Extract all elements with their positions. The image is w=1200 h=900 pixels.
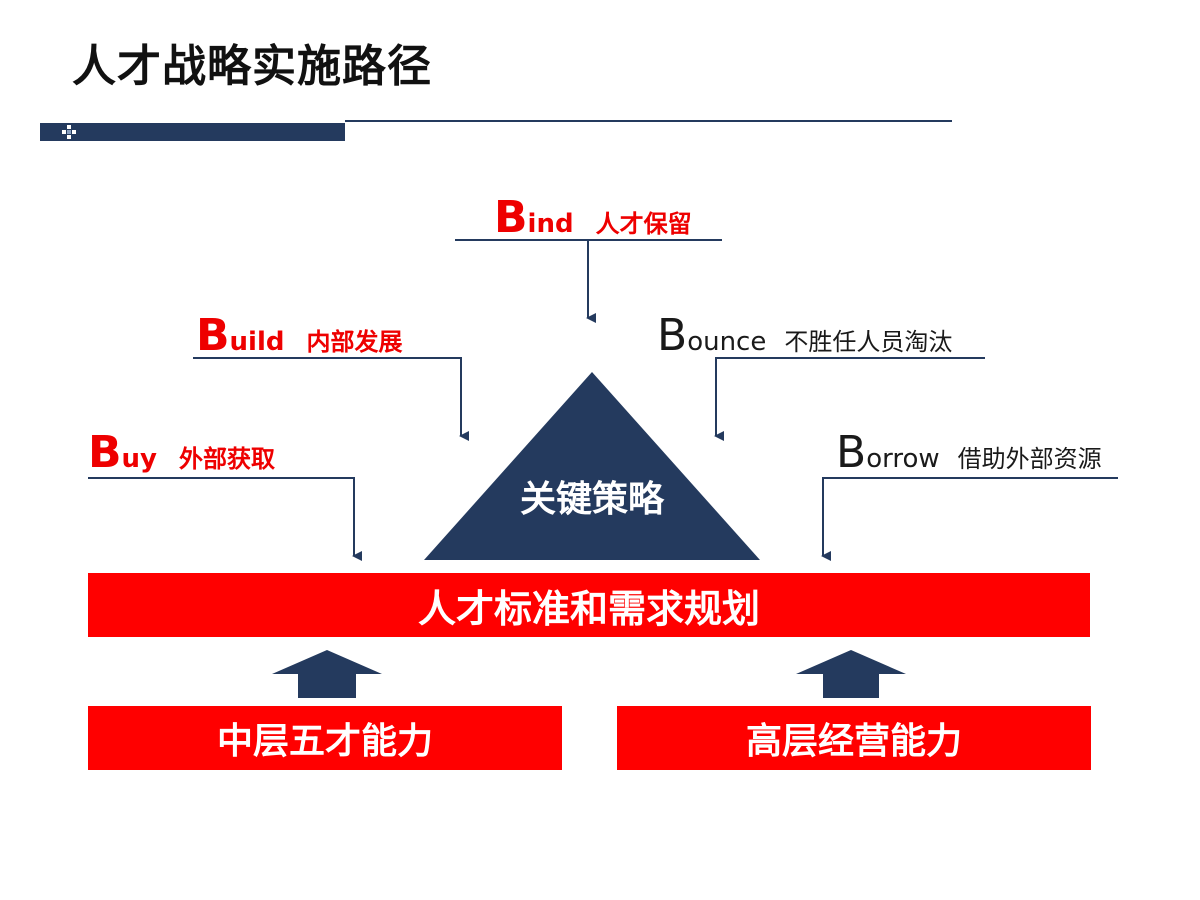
checker-diamond-icon bbox=[62, 125, 76, 139]
title-underline-line bbox=[345, 120, 952, 122]
strategy-build: B uild 内部发展 bbox=[196, 314, 403, 358]
strategy-borrow-word: orrow bbox=[866, 444, 940, 474]
strategy-build-letter: B bbox=[196, 310, 230, 361]
title-underline-bar bbox=[40, 123, 345, 141]
foundation-senior-box: 高层经营能力 bbox=[617, 706, 1091, 770]
core-strategy-triangle bbox=[424, 372, 760, 560]
foundation-middle-box: 中层五才能力 bbox=[88, 706, 562, 770]
strategy-bind-letter: B bbox=[494, 192, 528, 243]
strategy-bind-desc: 人才保留 bbox=[595, 210, 692, 238]
up-arrow-left-icon bbox=[272, 650, 382, 698]
strategy-bind-word: ind bbox=[527, 209, 574, 239]
strategy-build-desc: 内部发展 bbox=[306, 328, 403, 356]
build-arrow bbox=[193, 357, 469, 441]
strategy-buy-word: uy bbox=[121, 444, 158, 474]
strategy-borrow-letter: B bbox=[836, 427, 867, 478]
strategy-bounce-desc: 不胜任人员淘汰 bbox=[784, 328, 953, 356]
strategy-buy-desc: 外部获取 bbox=[179, 445, 276, 473]
strategy-bind: B ind 人才保留 bbox=[494, 196, 692, 240]
core-strategy-label: 关键策略 bbox=[519, 479, 664, 520]
buy-arrow bbox=[88, 477, 362, 561]
up-arrow-right-icon bbox=[796, 650, 906, 698]
page-title: 人才战略实施路径 bbox=[72, 41, 432, 92]
planning-bar: 人才标准和需求规划 bbox=[88, 573, 1090, 637]
strategy-buy-letter: B bbox=[88, 427, 122, 478]
strategy-borrow-desc: 借助外部资源 bbox=[957, 445, 1102, 473]
strategy-buy: B uy 外部获取 bbox=[88, 431, 275, 475]
borrow-arrow bbox=[821, 477, 1118, 561]
strategy-bounce-letter: B bbox=[657, 310, 688, 361]
strategy-borrow: B orrow 借助外部资源 bbox=[836, 431, 1102, 475]
strategy-build-word: uild bbox=[229, 327, 285, 357]
strategy-bounce-word: ounce bbox=[687, 327, 767, 357]
strategy-bounce: B ounce 不胜任人员淘汰 bbox=[657, 314, 952, 358]
